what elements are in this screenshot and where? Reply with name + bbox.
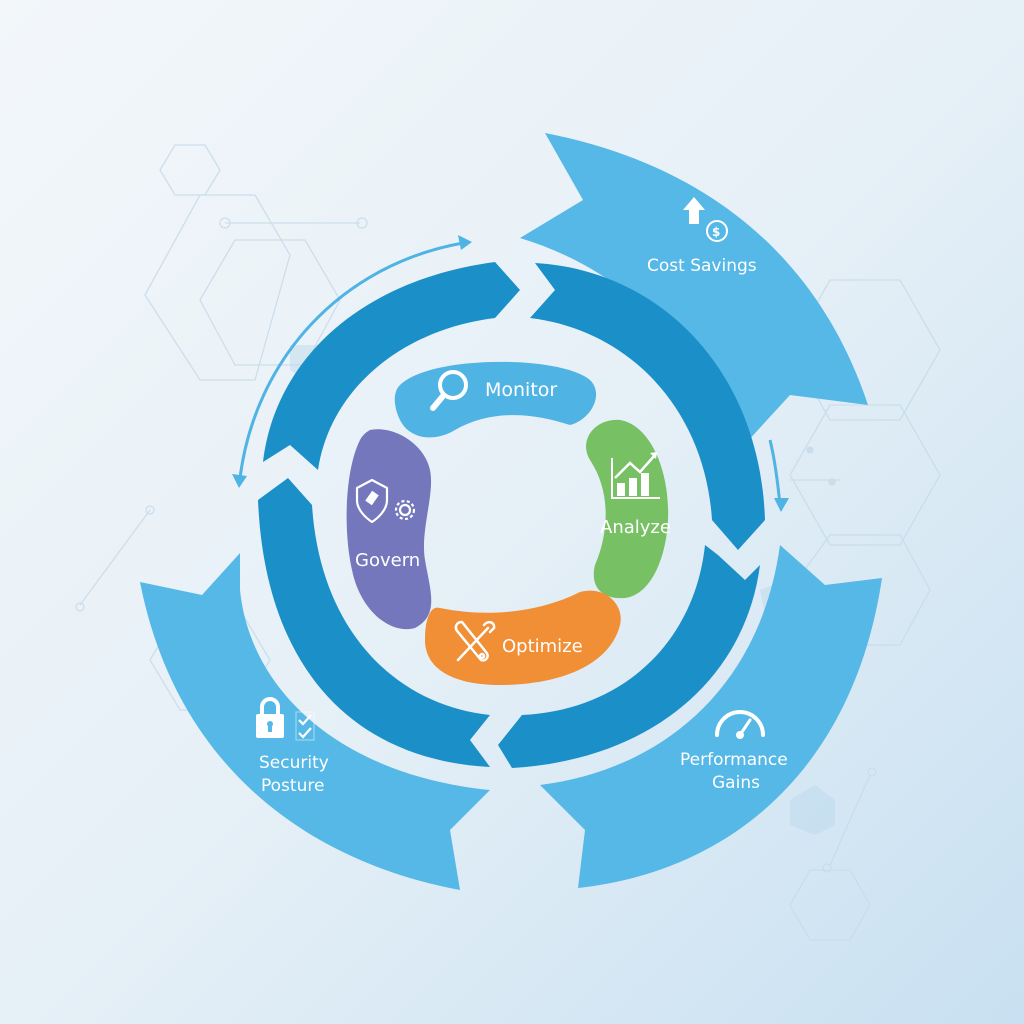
shield-gavel-gear-icon (355, 478, 416, 524)
ring-segment-bottom-right (498, 545, 760, 768)
arc-arrowhead-left (232, 474, 247, 488)
performance-gains-arrow-band (540, 545, 882, 888)
svg-text:$: $ (712, 225, 720, 239)
security-posture-label-line2: Posture (261, 776, 324, 796)
arc-arrowhead-right (774, 498, 789, 512)
dark-blue-cycle-ring (258, 262, 765, 768)
ring-segment-top-right (530, 263, 765, 550)
performance-gains-label-line1: Performance (680, 750, 788, 770)
ring-segment-bottom-left (258, 478, 490, 767)
optimize-label: Optimize (502, 636, 583, 657)
monitor-label: Monitor (485, 379, 557, 401)
performance-gains-label-line2: Gains (712, 773, 760, 793)
monitor-stage-blob (394, 361, 597, 438)
cost-savings-label: Cost Savings (647, 256, 757, 276)
bar-chart-trend-icon (611, 452, 660, 499)
cost-savings-arrow-band (520, 133, 868, 455)
analyze-label: Analyze (600, 517, 671, 538)
govern-stage-blob (346, 429, 432, 630)
arc-arrow-top-left (238, 241, 464, 479)
hex-background-pattern (75, 144, 941, 941)
security-posture-label-line1: Security (259, 753, 329, 773)
govern-label: Govern (355, 550, 420, 571)
arc-arrowhead-top (458, 235, 472, 250)
wrench-screwdriver-icon (454, 620, 496, 662)
analyze-stage-blob (586, 419, 669, 599)
arc-arrow-right (768, 439, 782, 506)
arrow-up-dollar-icon: $ (683, 197, 728, 242)
security-posture-arrow-band (140, 553, 490, 890)
optimize-stage-blob (425, 590, 621, 685)
magnifier-icon (430, 370, 468, 411)
padlock-checklist-icon (256, 697, 315, 741)
ring-segment-top-left (263, 262, 520, 470)
speedometer-icon (715, 710, 765, 739)
